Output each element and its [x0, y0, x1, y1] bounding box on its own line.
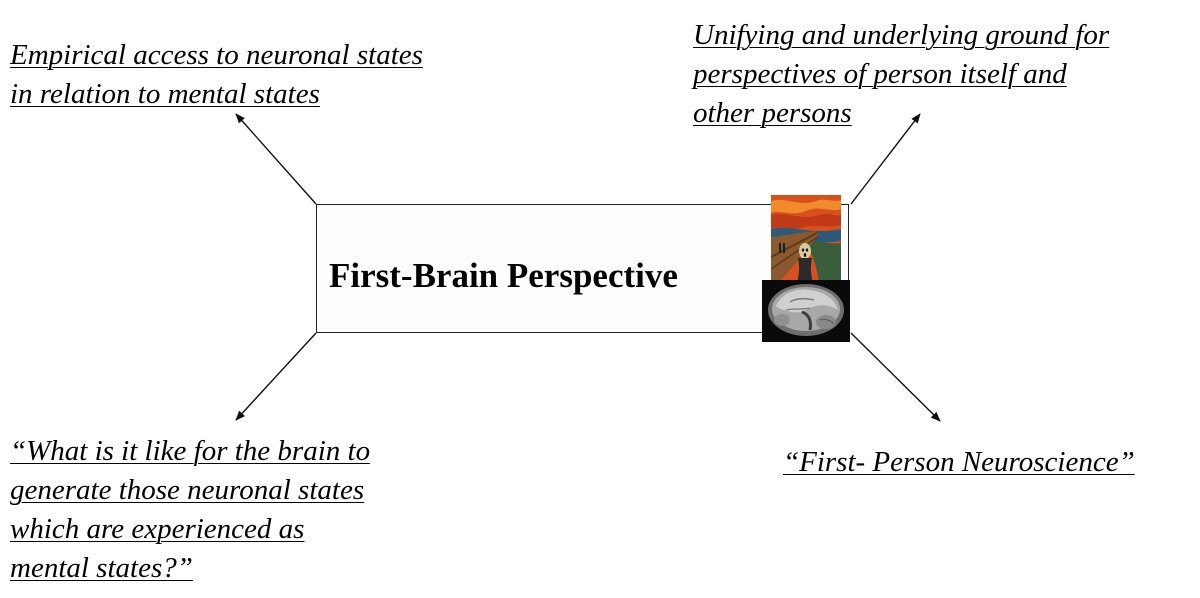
label-line: which are experienced as [10, 513, 305, 545]
label-line: Empirical access to neuronal states [10, 39, 423, 71]
label-line: Unifying and underlying ground for [693, 19, 1110, 51]
arrow-to-top-right [850, 113, 921, 205]
center-title: First-Brain Perspective [329, 256, 678, 295]
arrow-to-bottom-left [235, 332, 317, 421]
arrow-to-bottom-right [850, 332, 941, 422]
label-line: “What is it like for the brain to [10, 435, 371, 467]
label-top-left: Empirical access to neuronal states in r… [10, 36, 423, 114]
label-line: other persons [693, 97, 852, 129]
label-line: “First- Person Neuroscience” [783, 446, 1135, 478]
label-bottom-left: “What is it like for the brain to genera… [10, 432, 370, 588]
label-line: in relation to mental states [10, 78, 320, 110]
label-top-right: Unifying and underlying ground for persp… [693, 16, 1109, 133]
arrow-to-top-left [235, 113, 317, 205]
label-line: generate those neuronal states [10, 474, 365, 506]
scream-painting-icon [771, 195, 841, 283]
label-line: perspectives of person itself and [693, 58, 1067, 90]
label-line: mental states?” [10, 552, 193, 584]
center-box [316, 204, 849, 333]
label-bottom-right: “First- Person Neuroscience” [783, 443, 1135, 482]
brain-mri-icon [762, 280, 850, 342]
